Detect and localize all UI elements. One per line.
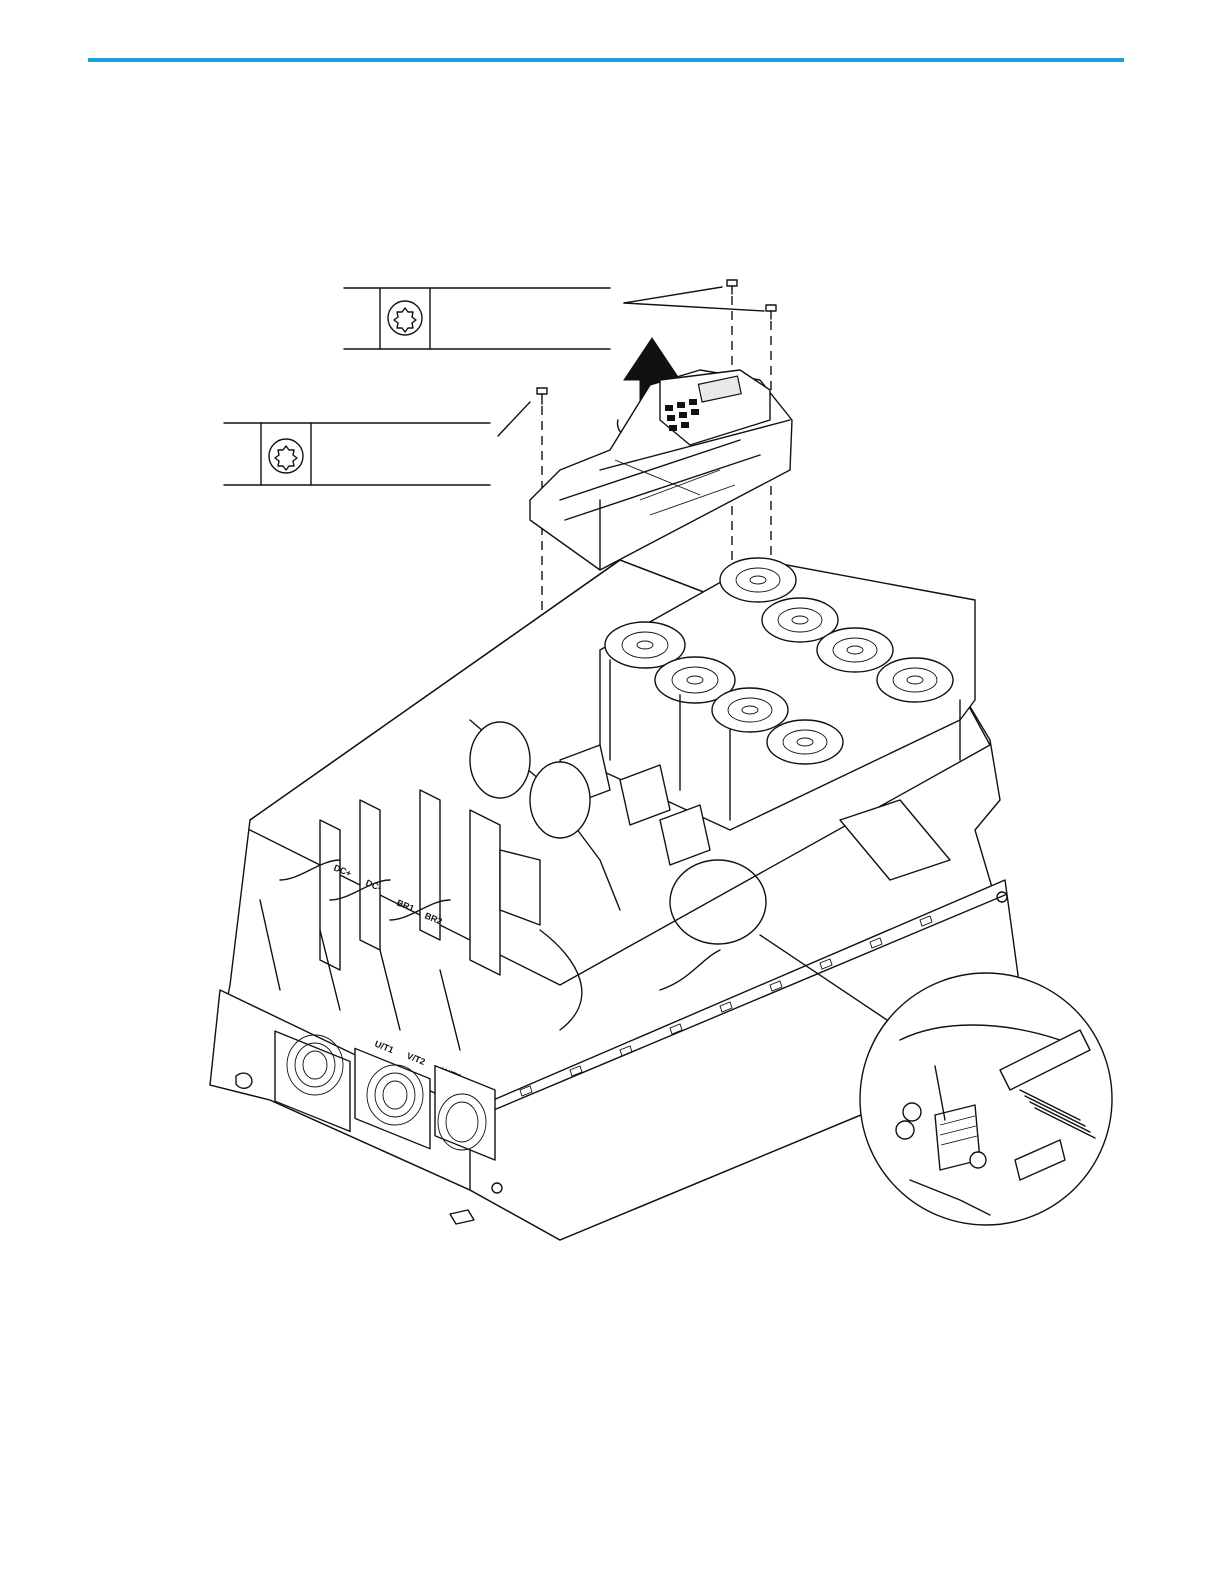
screw-top-left [727, 280, 737, 294]
screw-left [537, 388, 547, 404]
torx-screw-head-icon [388, 301, 422, 335]
control-pod [530, 370, 792, 570]
upper-screw-callout [344, 287, 764, 349]
torx-screw-head-icon [269, 439, 303, 473]
screw-top-right [766, 305, 776, 319]
lower-screw-callout [224, 402, 530, 485]
